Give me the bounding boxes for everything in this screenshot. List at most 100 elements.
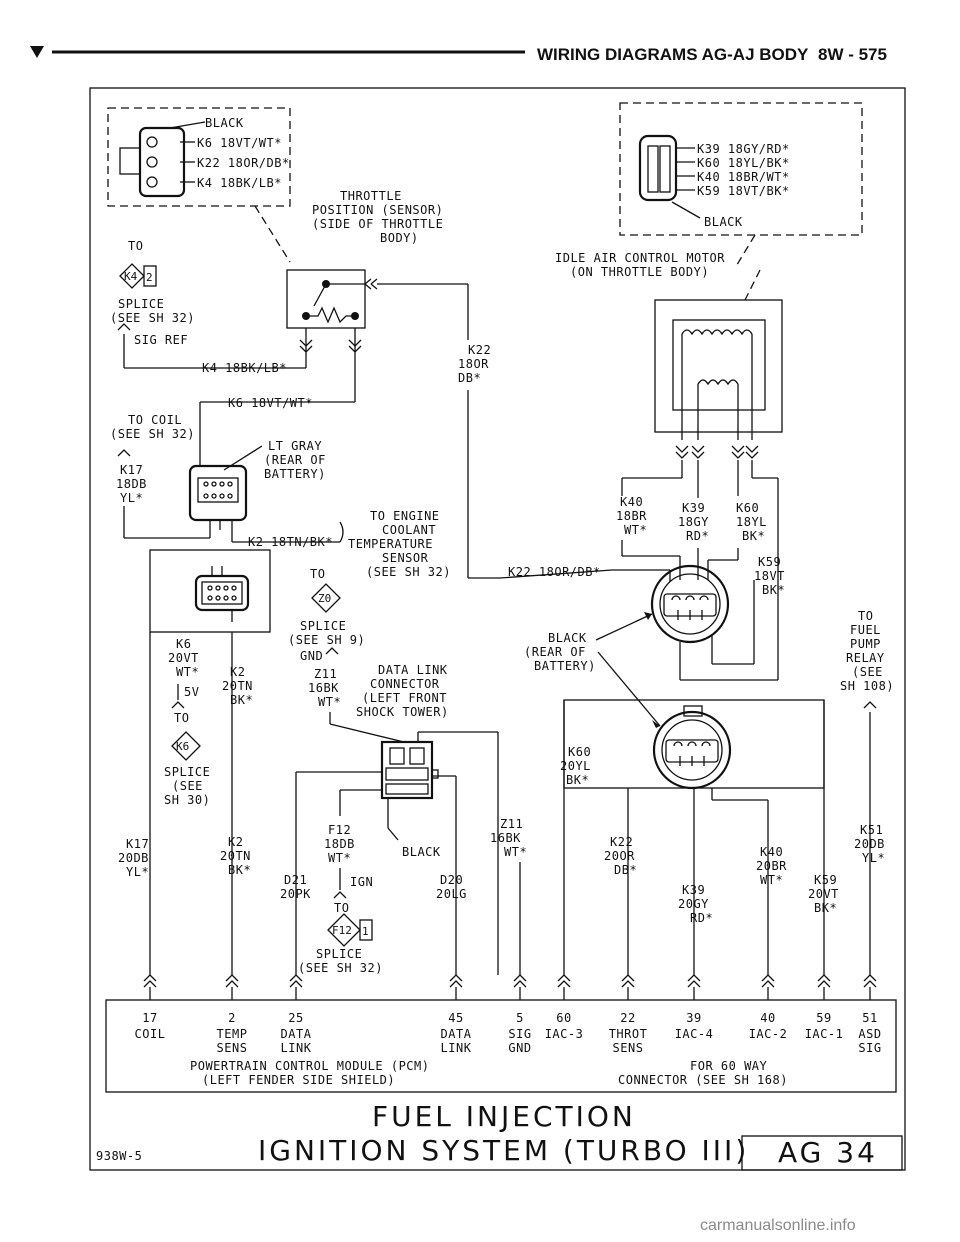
pcm-name: POWERTRAIN CONTROL MODULE (PCM) [190,1059,429,1073]
pcm-pin-function: GND [508,1041,531,1055]
pcm-pin-function: IAC-2 [749,1027,788,1041]
pcm-pin-function: LINK [281,1041,312,1055]
k59-20vt-label: 20VT [808,887,839,901]
tps-wire-label: K22 18OR/DB* [197,156,290,170]
to-coil-label: TO COIL [128,413,182,427]
sig-ref-label: SIG REF [134,333,188,347]
k2-wire-label: K2 18TN/BK* [248,535,333,549]
pcm-pin-function: TEMP [217,1027,248,1041]
k6-wire-label: K6 18VT/WT* [228,396,313,410]
iac-name: IDLE AIR CONTROL MOTOR [555,251,725,265]
terminal-arrow-icon [513,974,527,988]
pcm-pin-function: DATA [281,1027,312,1041]
pcm-pin-function: SIG [508,1027,531,1041]
round-connector-lower [563,699,825,975]
ect-label: TEMPERATURE [348,537,433,551]
k60-20yl-label: BK* [566,773,589,787]
tps-k22-label: K22 [468,343,491,357]
k2-20tn-label: BK* [230,693,253,707]
to-label-3: TO [334,901,349,915]
d21-label: 20PK [280,887,311,901]
to-coil-label: (SEE SH 32) [110,427,195,441]
k4-wire-label: K4 18BK/LB* [202,361,287,375]
tps-name: (SIDE OF THROTTLE [312,217,443,231]
diagram-frame [89,87,906,1171]
k60-18yl-label: K60 [736,501,759,515]
k6-splice-badge: K6 [171,731,201,761]
z0-splice-badge: Z0 [311,583,341,613]
header-triangle-icon [30,46,44,58]
round-connector-upper [650,564,778,681]
k40-18br-label: K40 [620,495,643,509]
k39-18gy-label: K39 [682,501,705,515]
sheet-badge [741,1135,903,1171]
fuel-pump-relay-label: (SEE [852,665,883,679]
k6-20vt-label: WT* [176,665,199,679]
k51-label: K51 [860,823,883,837]
pcm-pin-function: THROT [609,1027,648,1041]
5v-label: 5V [184,685,199,699]
splice9-label: GND [300,649,323,663]
splice30-label: (SEE [172,779,203,793]
terminal-arrow-icon [817,974,831,988]
lt-gray-connector [188,445,263,542]
tps-wire-label: K4 18BK/LB* [197,176,282,190]
iac-black-label: BLACK [704,215,743,229]
k39-20gy-label: 20GY [678,897,709,911]
pcm-pin-number: 22 [620,1011,635,1025]
k6-20vt-label: 20VT [168,651,199,665]
k60-18yl-label: BK* [742,529,765,543]
pcm-pin-labels: 17COIL2TEMPSENS25DATALINK45DATALINK5SIGG… [135,1011,882,1055]
splice-label: SPLICE [118,297,164,311]
k39-20gy-label: K39 [682,883,705,897]
pcm-side-connector [149,549,271,633]
pcm-name: (LEFT FENDER SIDE SHIELD) [202,1073,395,1087]
k17-label: YL* [120,491,143,505]
pcm-pin-function: SIG [858,1041,881,1055]
terminal-arrow-icon [289,974,303,988]
pcm-pin-function: IAC-1 [805,1027,844,1041]
iac-motor-symbol [621,299,783,552]
z11-lower-label: Z11 [500,817,523,831]
splice30-label: SH 30) [164,793,210,807]
pcm-pin-number: 5 [516,1011,524,1025]
k40-20br-label: WT* [760,873,783,887]
svg-text:Z0: Z0 [318,592,331,605]
z11-lower-label: WT* [504,845,527,859]
iac-wire-label: K60 18YL/BK* [697,156,790,170]
page-header: WIRING DIAGRAMS AG-AJ BODY 8W - 575 [30,45,887,64]
pcm-pin-number: 51 [862,1011,877,1025]
iac-wire-label: K39 18GY/RD* [697,142,790,156]
k40-18br-label: 18BR [616,509,647,523]
tps-k22-label: 18OR [458,357,489,371]
pcm-connector-note: FOR 60 WAY [690,1059,768,1073]
header-page: 8W - 575 [818,45,887,64]
ect-label: TO ENGINE [370,509,440,523]
k60-20yl-label: 20YL [560,759,591,773]
splice30-label: SPLICE [164,765,210,779]
ect-label: SENSOR [382,551,429,565]
watermark: carmanualsonline.info [700,1217,856,1234]
k17-label: K17 [120,463,143,477]
ect-label: (SEE SH 32) [366,565,451,579]
tps-name: BODY) [380,231,419,245]
k51-label: 20DB [854,837,885,851]
d20-label: 20LG [436,887,467,901]
k2-20tn-lower: BK* [228,863,251,877]
k22-20or-label: K22 [610,835,633,849]
terminal-arrow-icon [143,974,157,988]
fuel-pump-relay-label: RELAY [846,651,885,665]
k39-18gy-label: RD* [686,529,709,543]
z11-label: 16BK [308,681,339,695]
k2-20tn-label: 20TN [222,679,253,693]
pcm-pin-function: SENS [613,1041,644,1055]
iac-wire-label: K59 18VT/BK* [697,184,790,198]
svg-text:2: 2 [146,271,153,284]
pcm-pin-function: ASD [858,1027,881,1041]
pcm-pin-function: IAC-4 [675,1027,714,1041]
splice32-label: (SEE SH 32) [298,961,383,975]
diagram-title: FUEL INJECTION [372,1100,636,1133]
black-rear-label: (REAR OF [524,645,586,659]
lt-gray-label: (REAR OF [264,453,326,467]
